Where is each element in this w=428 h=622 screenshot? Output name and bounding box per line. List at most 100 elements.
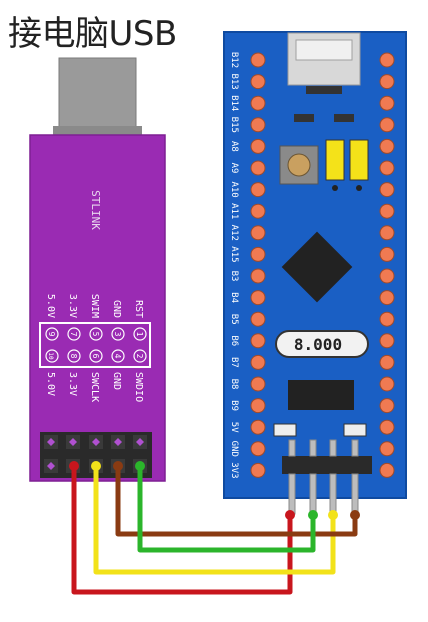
stlink-pin-number-circle bbox=[133, 349, 147, 363]
board-right-pin-label: 3V3 bbox=[407, 95, 417, 111]
board-right-pin bbox=[379, 74, 395, 90]
board-right-pin bbox=[379, 333, 395, 349]
board-right-pin bbox=[379, 419, 395, 435]
swd-pin bbox=[288, 473, 296, 515]
board-right-pin bbox=[379, 290, 395, 306]
header-pin bbox=[114, 438, 122, 446]
stlink-pin-number: 9 bbox=[47, 332, 56, 337]
resistor-r1 bbox=[294, 114, 314, 122]
board-right-pin bbox=[379, 117, 395, 133]
board-left-pin bbox=[250, 354, 266, 370]
stlink-pin-number: 10 bbox=[47, 352, 54, 360]
board-left-pin bbox=[250, 117, 266, 133]
board-right-pins: GNDGND3V3NRSTB11B10B1B0A7A6A5A4A3A2A1A0C… bbox=[379, 52, 417, 482]
board-left-pin-label: B12 bbox=[229, 52, 239, 68]
board-right-pin bbox=[379, 268, 395, 284]
micro-usb-connector bbox=[287, 32, 361, 94]
stlink-pin-number: 8 bbox=[69, 354, 78, 359]
board-left-pin-label: B8 bbox=[229, 379, 239, 390]
board-left-pin bbox=[250, 462, 266, 478]
wire-brown-end bbox=[350, 510, 360, 520]
stlink-pin-number-circle bbox=[45, 349, 59, 363]
stlink-pin-number: 6 bbox=[91, 354, 100, 359]
board-right-pin-label: NRST bbox=[407, 114, 417, 136]
board-left-pin-label: B9 bbox=[229, 400, 239, 411]
board-right-pin-label: GND bbox=[407, 73, 417, 89]
board-left-pin-label: A15 bbox=[229, 246, 239, 262]
wire-green bbox=[137, 466, 316, 553]
board-right-pin bbox=[379, 376, 395, 392]
board-left-pin-label: B7 bbox=[229, 357, 239, 368]
stlink-pin-number-circle bbox=[67, 327, 81, 341]
crystal: 8.000 bbox=[275, 330, 369, 358]
wires bbox=[69, 461, 360, 595]
board-right-pin bbox=[379, 398, 395, 414]
board-right-pin-label: B1 bbox=[407, 184, 417, 195]
stlink-pin-number-circle bbox=[111, 327, 125, 341]
stlink-pin-number-circle bbox=[89, 349, 103, 363]
board-right-pin bbox=[379, 462, 395, 478]
header-pin bbox=[47, 462, 55, 470]
header-pin bbox=[47, 438, 55, 446]
stlink-pin-number: 2 bbox=[135, 354, 144, 359]
board-right-pin bbox=[379, 311, 395, 327]
board-left-pin-label: GND bbox=[229, 441, 239, 457]
board-right-pin-label: A4 bbox=[407, 292, 417, 303]
board-left-pin-label: B6 bbox=[229, 335, 239, 346]
board-left-pin bbox=[250, 246, 266, 262]
board-left-pin-label: B13 bbox=[229, 73, 239, 89]
swd-pin-top bbox=[288, 439, 296, 457]
board-left-pin bbox=[250, 74, 266, 90]
stlink-pin-number: 1 bbox=[135, 332, 144, 337]
board-left-pin bbox=[250, 225, 266, 241]
stlink-right-label: GND bbox=[111, 372, 122, 390]
wire-red-end bbox=[69, 461, 79, 471]
swd-pin-top bbox=[351, 439, 359, 457]
board-left-pin bbox=[250, 160, 266, 176]
stlink-pin-number: 5 bbox=[91, 332, 100, 337]
board-left-pin bbox=[250, 398, 266, 414]
ldo-regulator bbox=[288, 380, 354, 410]
board-left-pin-label: B5 bbox=[229, 314, 239, 325]
wire-green-end bbox=[135, 461, 145, 471]
wire-green-end bbox=[308, 510, 318, 520]
stlink-left-label: GND bbox=[111, 300, 122, 318]
board-left-pin bbox=[250, 311, 266, 327]
board-right-pin bbox=[379, 52, 395, 68]
stlink-right-label: 5.0V bbox=[45, 372, 56, 396]
board-right-pin bbox=[379, 182, 395, 198]
stlink-left-label: 3.3V bbox=[67, 294, 78, 318]
wire-brown bbox=[115, 466, 358, 537]
cap-1 bbox=[273, 423, 297, 437]
stlink-left-label: RST bbox=[133, 300, 144, 318]
board-left-pin bbox=[250, 138, 266, 154]
swd-pin bbox=[351, 473, 359, 515]
board-left-pin bbox=[250, 419, 266, 435]
board-left-pin-label: A10 bbox=[229, 181, 239, 197]
board-right-pin-label: GND bbox=[407, 52, 417, 68]
swd-pin-top bbox=[309, 439, 317, 457]
blue-pill-board: 8.000 B12B13B14B15A8A9A10A11A12A15B3B4B5… bbox=[223, 31, 417, 515]
stlink-right-label: 3.3V bbox=[67, 372, 78, 396]
board-left-pin-label: B3 bbox=[229, 271, 239, 282]
swd-header bbox=[282, 439, 372, 515]
stlink-pin-number-circle bbox=[111, 349, 125, 363]
board-right-pin bbox=[379, 95, 395, 111]
board-right-pin bbox=[379, 225, 395, 241]
board-right-pin bbox=[379, 203, 395, 219]
board-left-pin-label: B15 bbox=[229, 117, 239, 133]
reset-button bbox=[279, 145, 319, 185]
wire-red-end bbox=[285, 510, 295, 520]
board-left-pin bbox=[250, 182, 266, 198]
board-left-pin bbox=[250, 95, 266, 111]
board-left-pins: B12B13B14B15A8A9A10A11A12A15B3B4B5B6B7B8… bbox=[229, 52, 266, 479]
board-left-pin bbox=[250, 441, 266, 457]
board-left-pin-label: A11 bbox=[229, 203, 239, 219]
cap-2 bbox=[343, 423, 367, 437]
header-pin bbox=[69, 438, 77, 446]
board-right-pin bbox=[379, 441, 395, 457]
board-left-pin-label: A9 bbox=[229, 163, 239, 174]
